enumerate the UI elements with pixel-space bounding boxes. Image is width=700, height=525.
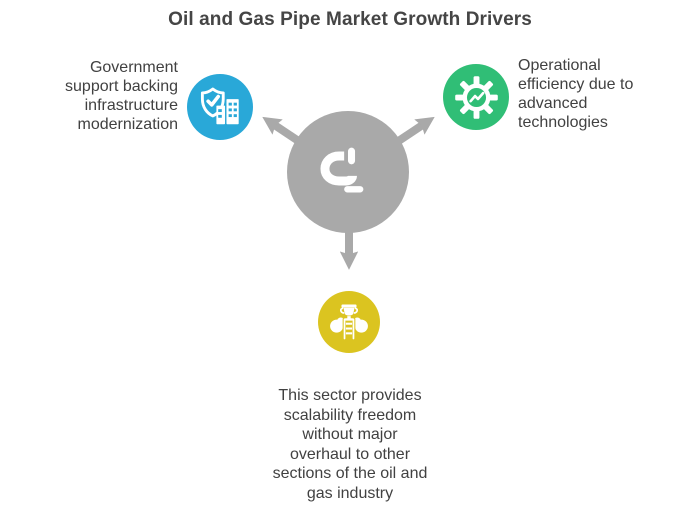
driver-government-label: Government support backing infrastructur… (65, 59, 178, 133)
diagram-title: Oil and Gas Pipe Market Growth Drivers (168, 9, 532, 30)
driver-efficiency-label: Operational efficiency due to advanced t… (518, 57, 634, 131)
driver-scalability-bubble (318, 291, 380, 353)
gear-trend-icon (454, 75, 498, 119)
center-hub (287, 111, 409, 233)
shield-check-buildings-icon (200, 87, 239, 125)
driver-scalability-label: This sector provides scalability freedom… (272, 387, 428, 502)
driver-government-bubble (187, 74, 253, 140)
pipe-icon (320, 147, 364, 193)
driver-efficiency-bubble (443, 64, 509, 130)
trophy-ladder-cloud-icon (330, 304, 368, 341)
